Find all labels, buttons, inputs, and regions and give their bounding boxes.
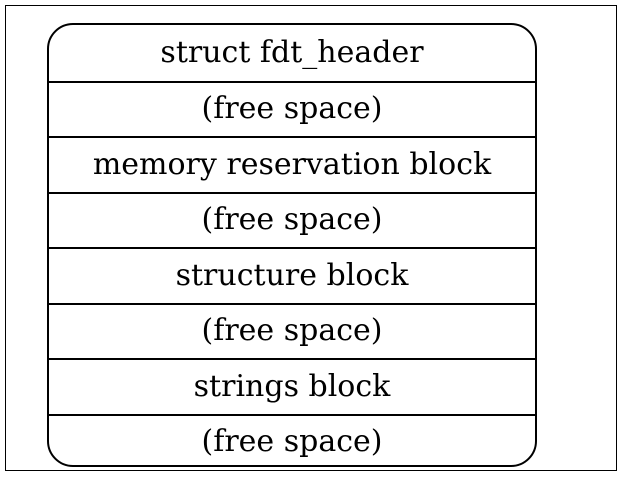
field-strings-block: strings block [49,358,535,414]
field-memory-reservation-block: memory reservation block [49,136,535,192]
field-free-space: (free space) [49,413,535,466]
field-label: memory reservation block [92,146,492,182]
memory-layout-record: struct fdt_header (free space) memory re… [47,23,537,467]
field-structure-block: structure block [49,247,535,303]
diagram-frame: struct fdt_header (free space) memory re… [5,5,617,471]
field-label: structure block [175,257,409,293]
field-label: (free space) [201,424,383,460]
field-label: (free space) [201,313,383,349]
field-fdt-header: struct fdt_header [49,25,535,81]
field-label: struct fdt_header [160,34,424,70]
field-label: strings block [193,368,391,404]
field-free-space: (free space) [49,302,535,359]
field-free-space: (free space) [49,80,535,137]
field-label: (free space) [201,202,383,238]
field-free-space: (free space) [49,191,535,248]
field-label: (free space) [201,91,383,127]
